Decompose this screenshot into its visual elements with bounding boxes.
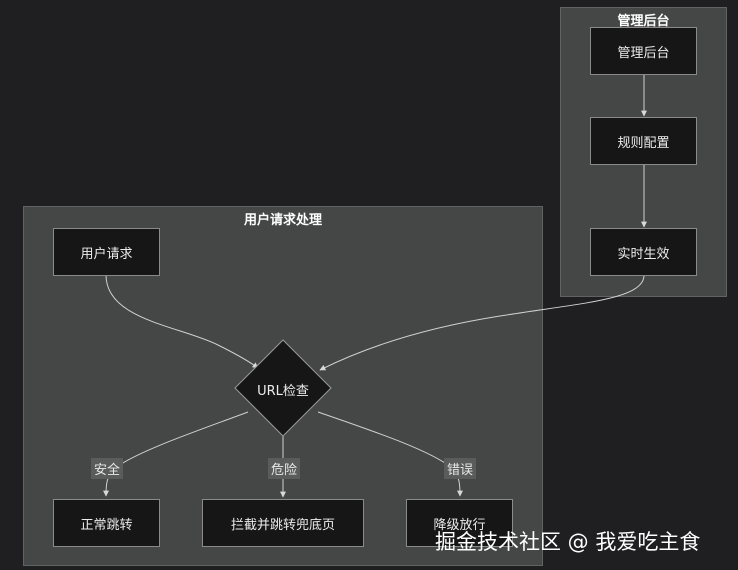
edge-check-to-normal	[103, 411, 249, 497]
node-normal-redirect[interactable]: 正常跳转	[53, 499, 160, 547]
node-rule-config[interactable]: 规则配置	[590, 117, 697, 165]
cluster-admin-title: 管理后台	[617, 14, 670, 29]
cluster-user-request-title: 用户请求处理	[243, 213, 322, 228]
url-check-diamond	[234, 339, 332, 437]
edge-check-to-degrade	[317, 411, 463, 497]
node-url-check-label[interactable]: URL检查	[257, 384, 309, 399]
edge-realtime-to-check	[319, 274, 645, 371]
node-intercept[interactable]: 拦截并跳转兜底页	[202, 499, 364, 547]
node-user-request[interactable]: 用户请求	[53, 228, 160, 276]
watermark: 掘金技术社区 @ 我爱吃主食	[435, 530, 701, 554]
edge-request-to-check	[105, 274, 259, 369]
edge-label-error: 错误	[444, 458, 477, 479]
edge-label-safe: 安全	[91, 458, 124, 479]
node-realtime[interactable]: 实时生效	[590, 228, 697, 276]
node-admin-console[interactable]: 管理后台	[590, 27, 697, 75]
node-degrade[interactable]: 降级放行	[406, 499, 513, 547]
edge-label-danger: 危险	[268, 458, 301, 479]
